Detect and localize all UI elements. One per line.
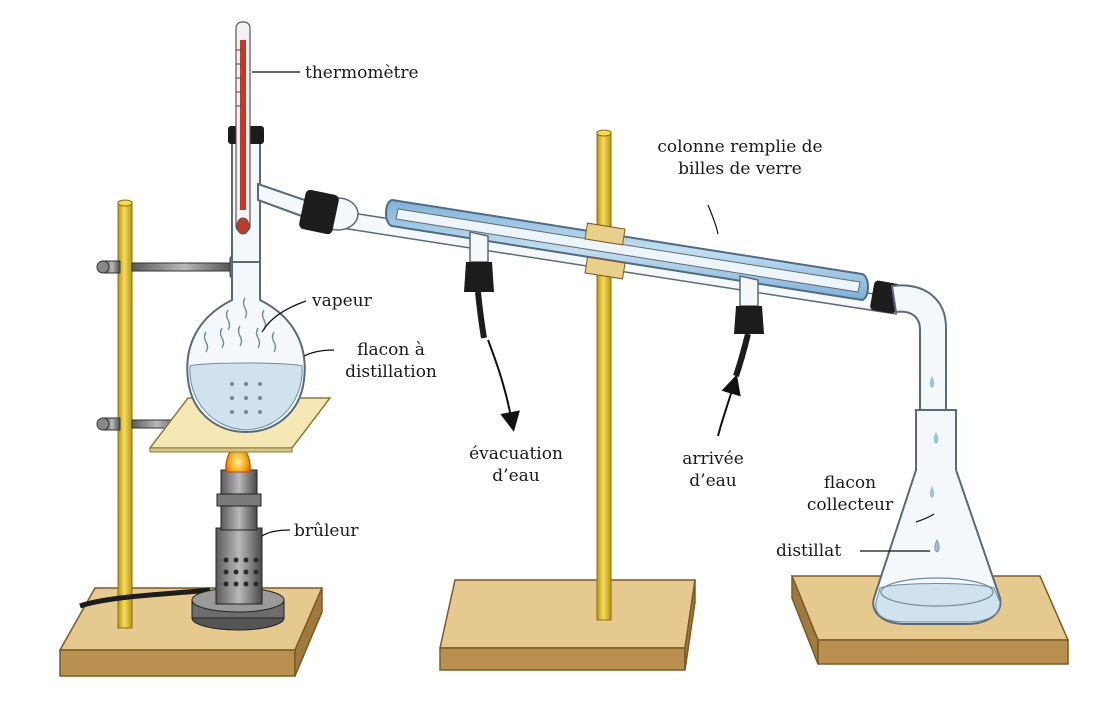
label-arrivee-line1: arrivée bbox=[682, 449, 744, 469]
label-bruleur: brûleur bbox=[294, 521, 359, 541]
label-colonne-line2: billes de verre bbox=[678, 159, 802, 179]
label-flacon-collecteur-line1: flacon bbox=[823, 473, 877, 493]
label-colonne-line1: colonne remplie de bbox=[657, 137, 823, 157]
water-flow-arrows bbox=[487, 339, 741, 437]
middle-base-plate bbox=[439, 579, 696, 671]
label-colonne: colonne remplie de billes de verre bbox=[640, 136, 840, 180]
distillation-flask bbox=[186, 126, 324, 434]
label-flacon-collecteur-line2: collecteur bbox=[806, 495, 894, 515]
label-vapeur: vapeur bbox=[312, 291, 372, 311]
water-out-arrow bbox=[487, 339, 520, 432]
adapter-bend bbox=[870, 280, 947, 421]
middle-support-rod bbox=[596, 131, 612, 621]
label-flacon-collecteur: flacon collecteur bbox=[790, 472, 910, 516]
joint-connector-left bbox=[299, 189, 359, 235]
label-flacon-distillation: flacon à distillation bbox=[336, 339, 446, 383]
label-flacon-distillation-line2: distillation bbox=[345, 362, 437, 382]
label-evacuation-line1: évacuation bbox=[469, 444, 563, 464]
label-distillat: distillat bbox=[776, 541, 842, 561]
label-flacon-distillation-line1: flacon à bbox=[357, 340, 425, 360]
thermometer bbox=[235, 21, 251, 235]
middle-clamp bbox=[584, 222, 626, 280]
collector-flask bbox=[872, 409, 1002, 625]
leader-lines bbox=[252, 71, 935, 552]
right-base-plate bbox=[790, 575, 1070, 665]
label-arrivee: arrivée d’eau bbox=[668, 448, 758, 492]
burner bbox=[79, 437, 285, 631]
label-arrivee-line2: d’eau bbox=[689, 471, 737, 491]
water-in-arrow bbox=[717, 374, 741, 437]
label-evacuation-line2: d’eau bbox=[492, 466, 540, 486]
label-thermometre: thermomètre bbox=[305, 63, 419, 83]
label-evacuation: évacuation d’eau bbox=[456, 443, 576, 487]
